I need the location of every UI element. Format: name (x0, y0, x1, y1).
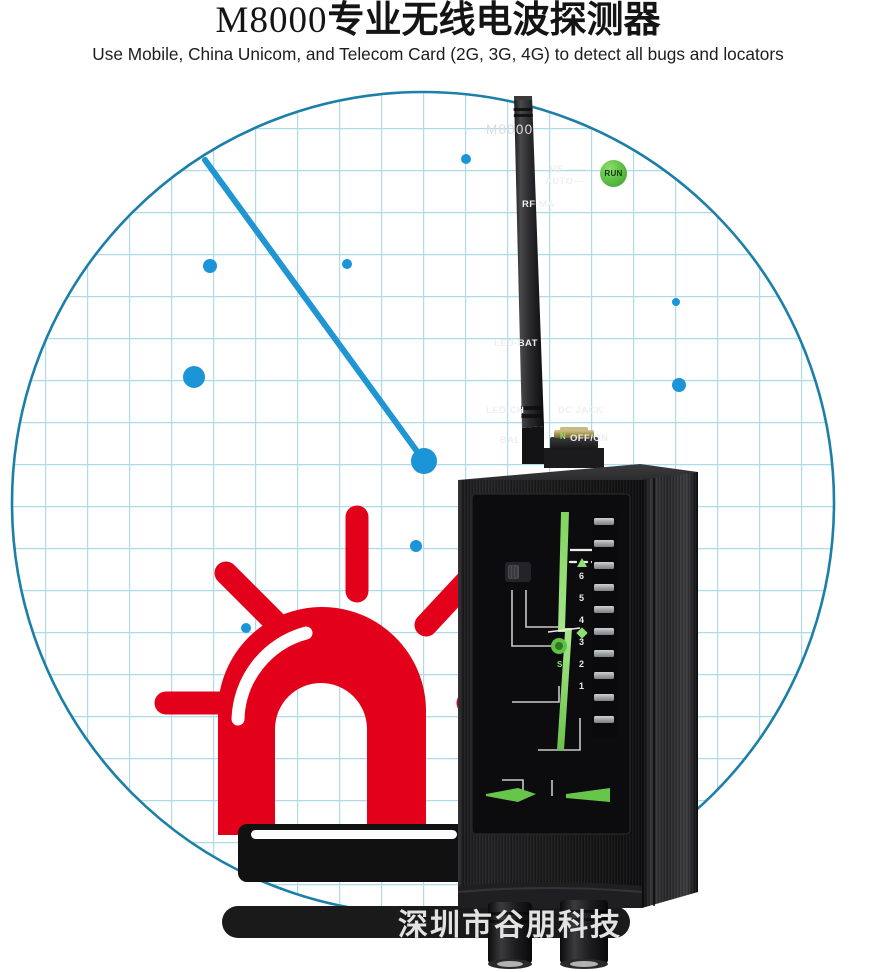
panel-wiring-traces (502, 590, 581, 796)
title-chinese: 专业无线电波探测器 (327, 0, 661, 41)
antenna (513, 96, 544, 464)
header: M8000专业无线电波探测器 Use Mobile, China Unicom,… (0, 0, 876, 78)
panel-green-marks (486, 788, 610, 802)
m8000-detector-device (457, 96, 698, 969)
led-bar-graph (592, 516, 618, 738)
siren-dome (218, 607, 426, 835)
page-title: M8000专业无线电波探测器 (0, 0, 876, 42)
watermark-text: 深圳市谷朋科技 (398, 908, 622, 943)
title-model: M8000 (215, 0, 328, 41)
sma-connector (544, 427, 604, 468)
radar-sweep-line (202, 157, 427, 464)
siren-base-slit (251, 830, 457, 839)
rf-ma-slide-switch[interactable] (505, 562, 531, 582)
connector-right (560, 900, 608, 969)
signal-meter-strip (547, 512, 581, 750)
siren-base-plate (238, 824, 470, 882)
page-subtitle: Use Mobile, China Unicom, and Telecom Ca… (92, 44, 784, 64)
bottom-connectors (488, 900, 608, 969)
connector-left (488, 902, 532, 969)
